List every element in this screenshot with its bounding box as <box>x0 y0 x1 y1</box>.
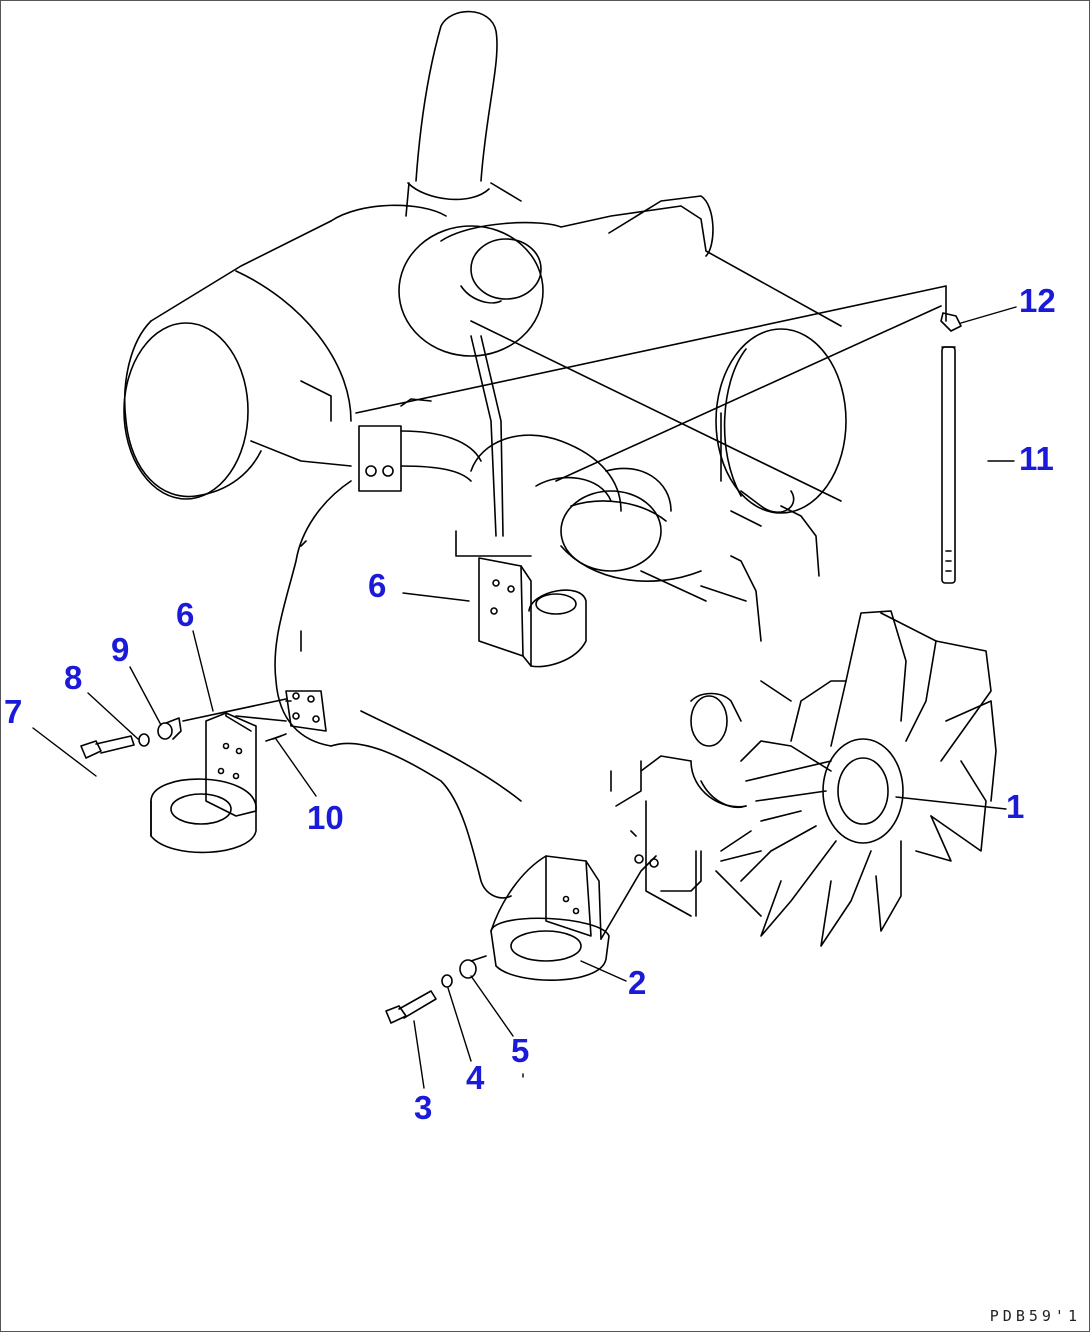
intake-elbow <box>355 225 947 537</box>
dipstick-tube <box>940 312 962 584</box>
left-mount-bracket <box>150 712 257 854</box>
cooling-fan <box>740 610 997 947</box>
front-housing <box>690 692 832 852</box>
callout-6-left: 6 <box>176 596 195 633</box>
callout-1: 1 <box>1006 788 1025 825</box>
exhaust-pipe <box>405 10 522 217</box>
mounting-holes <box>182 690 659 868</box>
callout-2: 2 <box>628 964 647 1001</box>
engine-block <box>274 480 762 917</box>
callout-6-upper: 6 <box>368 567 387 604</box>
callout-10: 10 <box>307 799 344 836</box>
callout-12: 12 <box>1019 282 1056 319</box>
front-fasteners <box>385 955 487 1024</box>
front-mount-bracket <box>490 855 657 981</box>
callout-11: 11 <box>1019 440 1054 477</box>
muffler <box>440 195 847 577</box>
left-fasteners <box>80 717 287 759</box>
callout-7: 7 <box>4 693 23 730</box>
rear-mount-bracket <box>478 557 587 668</box>
callout-3: 3 <box>414 1089 433 1126</box>
leader-lines <box>32 306 1017 1089</box>
callout-4: 4 <box>466 1059 485 1096</box>
air-cleaner <box>123 204 447 500</box>
drawing-code: PDB59'1 <box>989 1307 1081 1325</box>
callout-8: 8 <box>64 659 83 696</box>
turbocharger <box>455 434 762 642</box>
hose-clamp <box>358 398 482 492</box>
callout-5: 5 <box>511 1032 530 1069</box>
callout-9: 9 <box>111 631 130 668</box>
